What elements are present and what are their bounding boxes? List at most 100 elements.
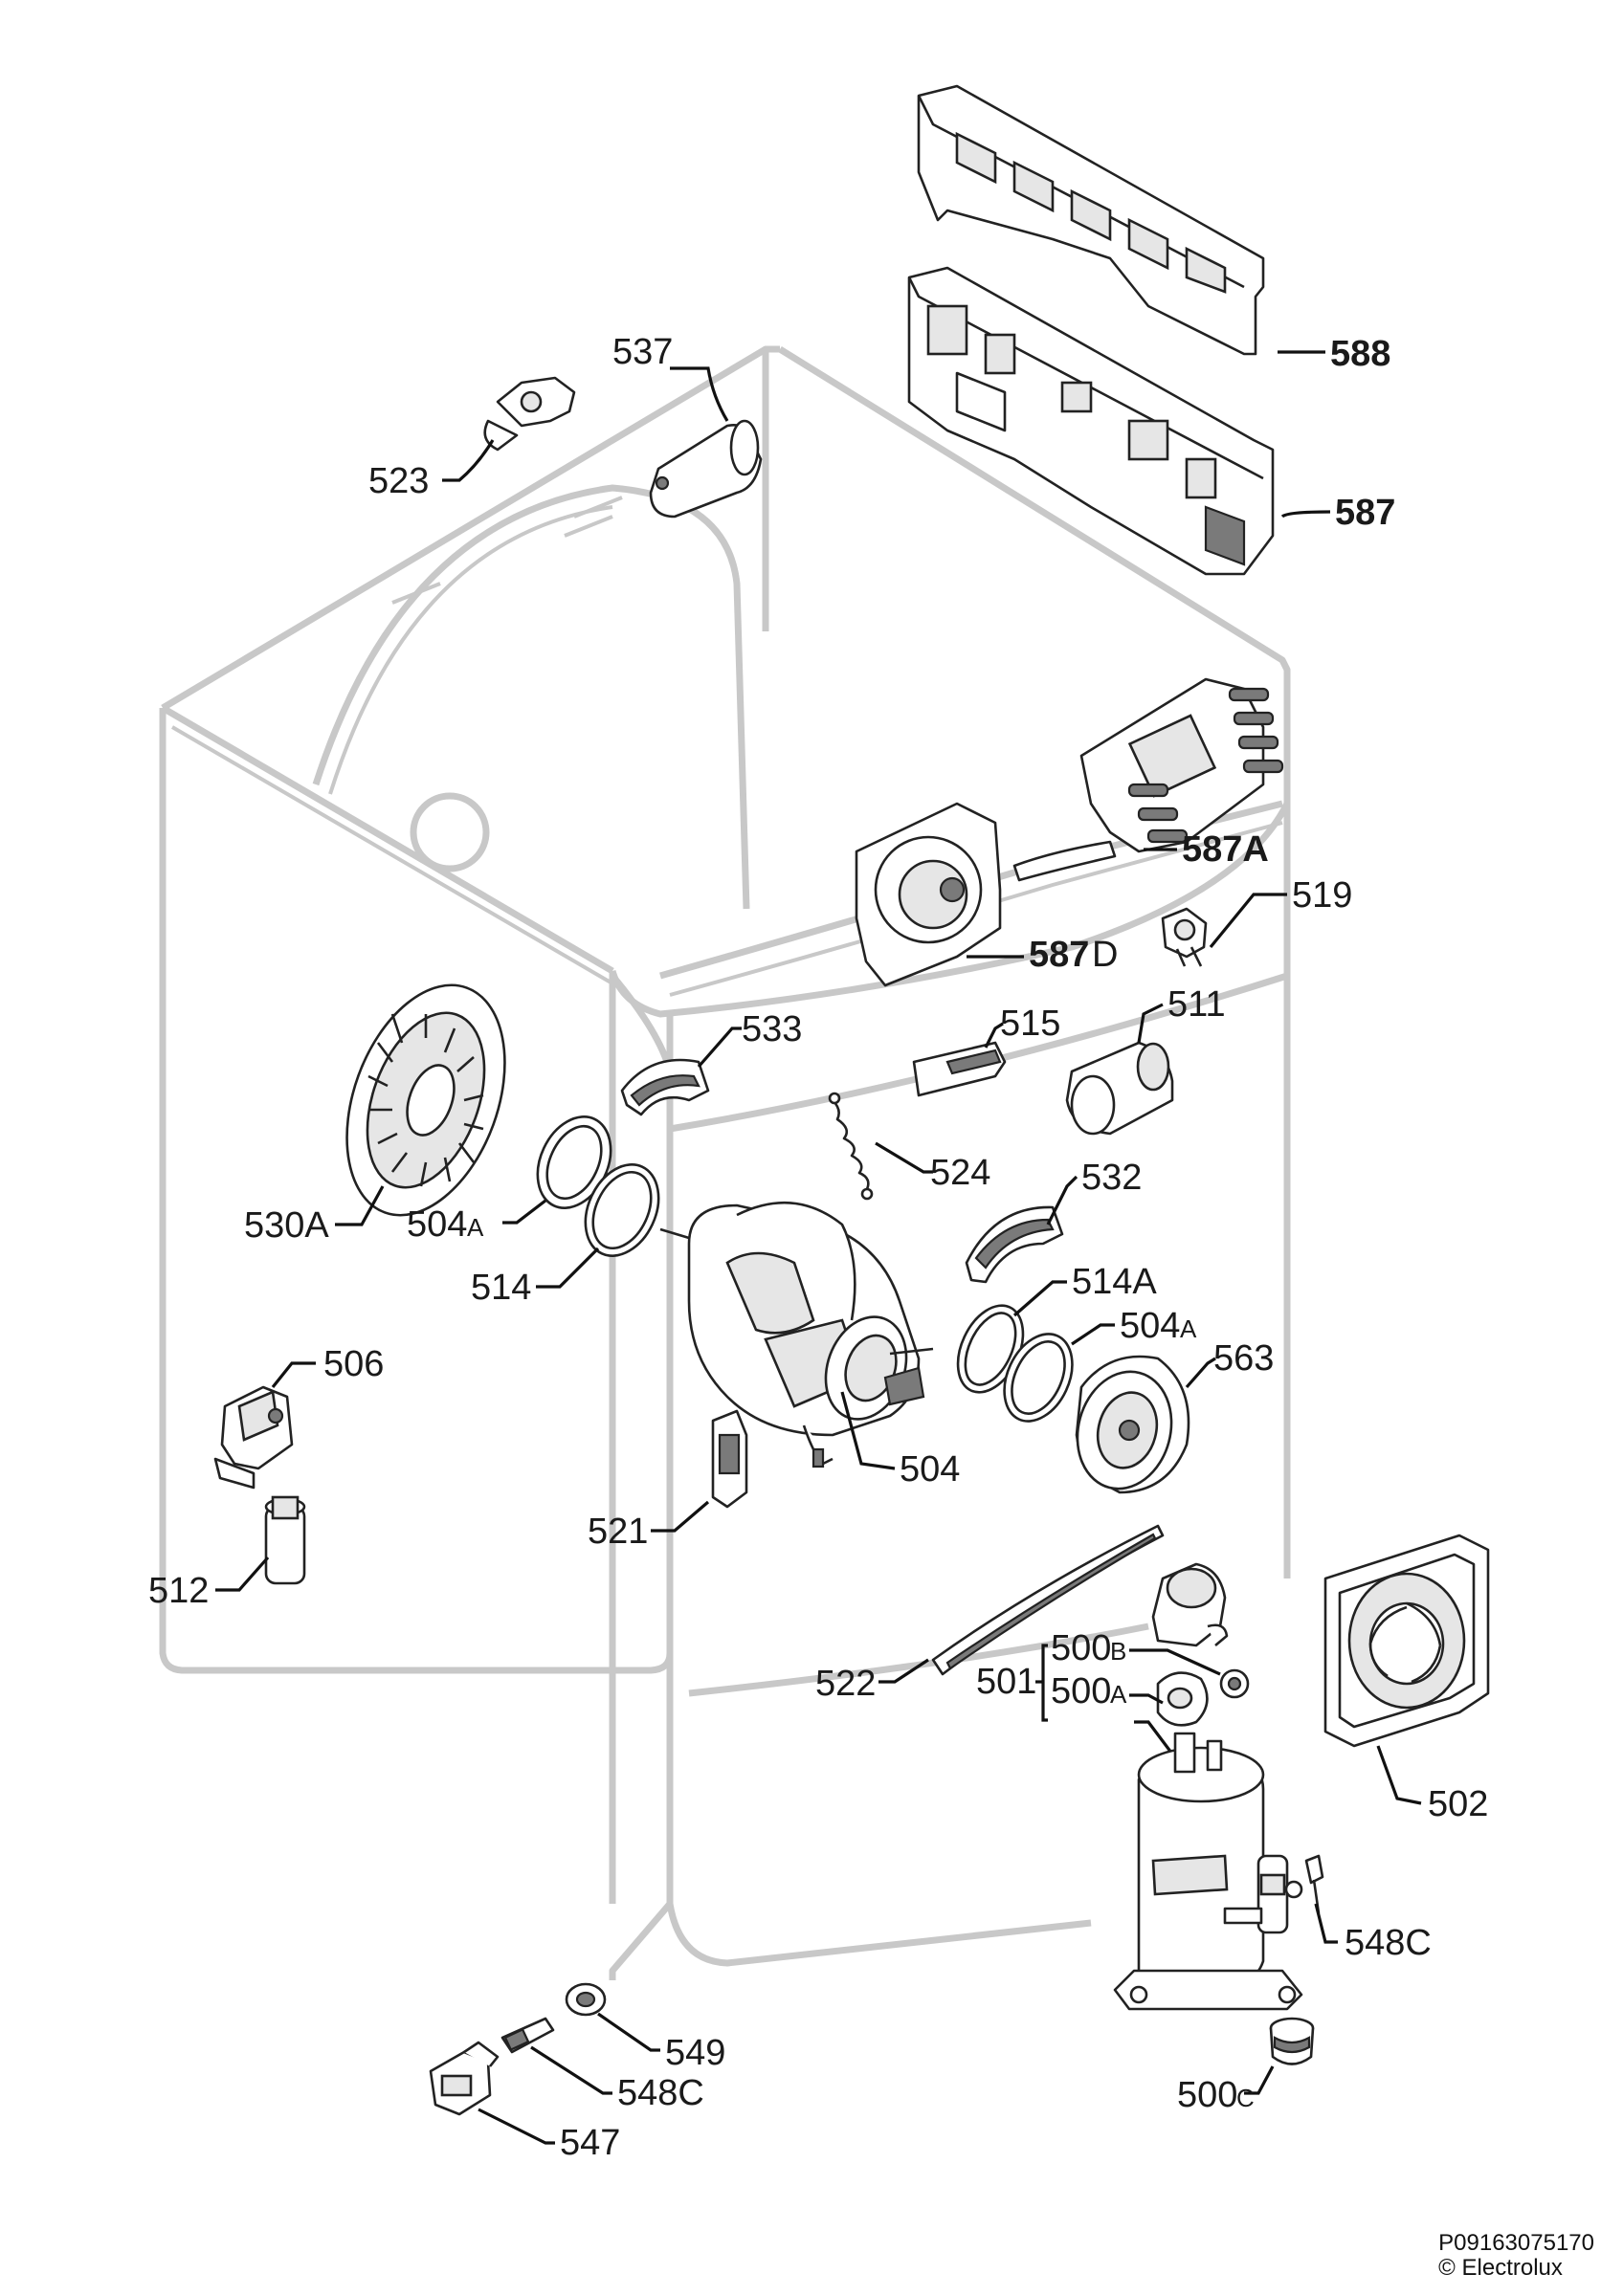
doc-code: P09163075170 [1438,2230,1594,2256]
part-587-control-board [907,266,1275,576]
part-514A-ring [956,1304,1025,1394]
leader-506 [271,1361,316,1388]
part-515-latch [912,1041,1007,1097]
part-588-top-cover [917,84,1265,356]
label-500C-suffix: C [1236,2084,1255,2112]
label-549: 549 [665,2033,725,2073]
label-500A-suffix: A [1110,1680,1127,1709]
leader-500A [1129,1693,1164,1705]
label-587D-number: 587 [1029,935,1089,975]
label-519: 519 [1292,875,1352,916]
label-500B-number: 500 [1051,1628,1111,1668]
part-530A-fan-wheel [345,983,506,1217]
label-500A-number: 500 [1051,1671,1111,1711]
label-504A-2-number: 504 [1120,1306,1180,1346]
part-511-cylinder [1065,1041,1174,1136]
part-549-plug [565,1982,607,2017]
label-514A: 514A [1072,1262,1157,1302]
leader-523 [442,439,495,482]
leader-502 [1376,1745,1422,1805]
leader-504A-1 [502,1199,546,1225]
part-524-spring [828,1092,874,1201]
leader-547 [478,2108,555,2145]
leader-524 [875,1141,933,1174]
part-547-connector [429,2041,500,2116]
label-588: 588 [1330,334,1390,374]
label-500C-number: 500 [1177,2075,1237,2115]
part-519-sensor [1161,907,1208,967]
part-548C-sensor-left [500,2017,555,2054]
footer: P09163075170 © Electrolux [1438,2231,1594,2281]
label-532: 532 [1081,1158,1142,1198]
label-521: 521 [588,1512,648,1552]
leader-587 [1280,510,1331,519]
leader-511 [1137,1003,1164,1044]
leader-548C-2 [530,2045,612,2095]
label-530A: 530A [244,1205,329,1246]
leader-521 [651,1500,710,1533]
part-548C-sensor-right [1304,1854,1324,1914]
label-501: 501 [976,1662,1036,1702]
leader-548C-1 [1314,1903,1338,1944]
part-532-bracket [965,1205,1064,1284]
leader-515 [984,1022,1004,1049]
leader-522 [878,1658,929,1684]
label-502: 502 [1428,1784,1488,1824]
label-523: 523 [368,461,429,501]
label-512: 512 [148,1571,209,1611]
bracket-501 [1041,1644,1048,1722]
leader-530A [335,1185,385,1226]
part-500A-gasket [1156,1671,1209,1727]
label-587D-suffix: D [1092,935,1118,975]
leader-514 [536,1247,600,1289]
part-523-connector [483,376,576,452]
part-514-ring [584,1163,660,1257]
label-522: 522 [815,1664,876,1704]
label-548C-1: 548C [1345,1923,1432,1963]
leader-501-compressor [1134,1720,1179,1761]
leader-533 [697,1027,742,1069]
leader-537 [670,366,729,422]
label-524: 524 [930,1153,990,1193]
part-compressor [1113,1732,1303,2011]
part-512-capacitor [264,1495,306,1585]
leader-563 [1185,1357,1216,1389]
leader-532 [1046,1175,1078,1225]
label-504: 504 [900,1449,960,1490]
copyright: © Electrolux [1438,2255,1563,2281]
label-504A-1-number: 504 [407,1204,467,1245]
label-504A-1-suffix: A [467,1213,484,1242]
label-515: 515 [1000,1004,1060,1044]
label-511: 511 [1167,984,1226,1025]
label-500B-suffix: B [1110,1637,1126,1666]
leader-549 [597,2012,660,2052]
label-587: 587 [1335,493,1395,533]
leader-514A [1012,1280,1067,1317]
leader-504 [840,1391,896,1470]
label-547: 547 [560,2123,620,2163]
leader-504A-2 [1071,1323,1115,1346]
part-504-motor [659,1201,934,1468]
label-533: 533 [742,1009,802,1049]
part-587A-display-board [1012,677,1284,882]
part-502-fan [1323,1534,1490,1748]
part-500C-grommet [1269,2017,1315,2065]
part-533-bracket [620,1058,710,1116]
label-506: 506 [323,1344,384,1384]
part-521-sensor [711,1409,748,1509]
part-587D-selector [855,802,1002,987]
label-514: 514 [471,1268,531,1308]
label-548C-2: 548C [617,2073,704,2113]
leader-512 [215,1556,270,1592]
part-563-pulley [1075,1355,1190,1494]
label-537: 537 [612,332,673,372]
label-504A-2-suffix: A [1180,1314,1197,1343]
label-587A: 587A [1182,829,1269,870]
leader-500C [1244,2065,1275,2095]
part-500B-relay [1151,1562,1250,1699]
part-504A-ring-right [1003,1333,1074,1423]
label-563: 563 [1213,1338,1274,1379]
part-504A-ring-left [536,1115,612,1209]
